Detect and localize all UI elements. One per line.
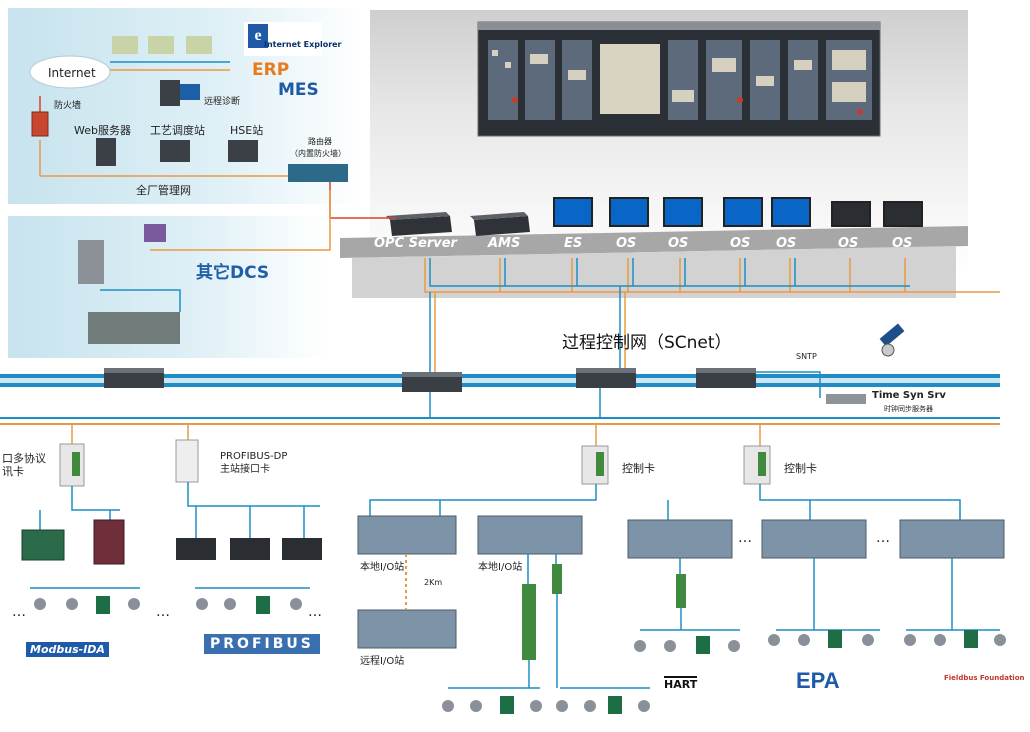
desk-network-drops-blue [429,258,910,287]
mes-label: MES [278,80,319,100]
ellipsis-2: … [876,530,890,546]
device-label-os-2: OS [668,236,689,251]
field-terminals [522,554,686,660]
operator-desk [340,226,968,298]
internet-explorer-icon: e Internet Explorer [244,22,342,56]
time-server [756,323,905,404]
field-instruments [34,596,1006,714]
epa-logo: EPA [796,668,840,693]
switch-uplinks-orange [434,292,626,372]
device-label-os-1: OS [616,236,637,251]
ams-server [470,212,530,236]
internet-label: Internet [48,66,96,80]
management-network-lines [39,61,396,251]
device-label-ams: AMS [488,236,521,251]
scnet-bus [0,374,1000,387]
firewall [31,111,49,137]
remote-diag-label: 远程诊断 [204,97,241,107]
time-server-label: Time Syn Srv [872,390,946,401]
hart-logo: HART [664,676,698,691]
other-dcs-equipment [78,224,181,344]
router-label: 路由器 [308,137,332,146]
control-card-label-1: 控制卡 [622,462,655,475]
management-computers [96,36,258,166]
ellipsis-5: … [308,604,322,620]
network-switches [104,368,756,392]
web-server-label: Web服务器 [74,124,131,137]
ellipsis-4: … [156,604,170,620]
ie-logo-text: Internet Explorer [264,40,342,49]
other-dcs-title: 其它DCS [196,263,270,283]
local-io-label-1: 本地I/O站 [360,562,405,573]
communication-cards [59,439,771,487]
local-io-label-2: 本地I/O站 [478,562,523,573]
device-label-os-6: OS [892,236,913,251]
ie-e-glyph: e [248,24,268,48]
router-sub-label: （内置防火墙） [290,149,346,158]
process-station-label: 工艺调度站 [150,124,205,137]
device-label-os-3: OS [730,236,751,251]
firewall-label: 防火墙 [54,101,82,111]
device-label-opc: OPC Server [374,236,457,251]
control-card-label-2: 控制卡 [784,462,817,475]
internet-cloud [29,55,111,89]
device-label-es: ES [564,236,583,251]
scnet-title: 过程控制网（SCnet） [562,333,732,353]
erp-label: ERP [252,60,290,80]
device-label-os-5: OS [838,236,859,251]
card-downlinks [30,482,961,589]
opc-server [386,212,452,236]
workstation-monitors [553,197,923,227]
distance-label: 2Km [424,578,443,587]
third-party-plcs [21,519,322,565]
profibus-card-label: PROFIBUS-DP 主站接口卡 [220,451,288,475]
plant-network-label: 全厂管理网 [136,184,191,197]
router [288,164,348,182]
hse-station-label: HSE站 [230,124,264,137]
modbus-logo: Modbus-IDA [26,642,109,657]
device-label-os-4: OS [776,236,797,251]
remote-io-label: 远程I/O站 [360,656,405,667]
ellipsis-3: … [12,604,26,620]
fieldbus-foundation-logo: Fieldbus Foundation [944,674,1025,682]
io-racks [357,515,1005,649]
time-server-sub-label: 时钟同步服务器 [884,405,933,413]
sntp-label: SNTP [796,352,817,361]
ellipsis-1: … [738,530,752,546]
large-control-panel [477,21,881,137]
switch-uplinks [429,286,621,372]
profibus-logo: PROFIBUS [204,634,320,654]
multi-protocol-card-label: 口多协议 讯卡 [2,452,46,478]
